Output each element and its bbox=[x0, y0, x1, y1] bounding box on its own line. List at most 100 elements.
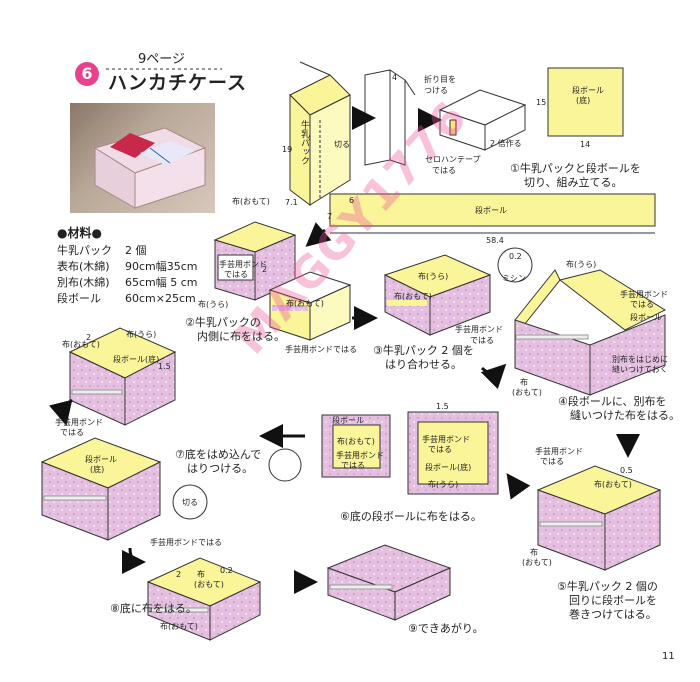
dim-2b: 2 bbox=[86, 333, 92, 342]
bond-full-label: 手芸用ボンドではる bbox=[285, 345, 357, 354]
bond-label-3: 手芸用ボンド bbox=[455, 325, 503, 334]
step2-box-drawing bbox=[213, 221, 297, 301]
strip-cardboard-label: 段ボール bbox=[475, 206, 507, 215]
dim-1-5: 1.5 bbox=[158, 362, 171, 371]
cut-label: 切る bbox=[334, 140, 350, 149]
step-left-box-drawing bbox=[68, 327, 177, 426]
betsu-label: 別布をはじめに bbox=[612, 355, 668, 364]
bond-full-label-8: 手芸用ボンドではる bbox=[150, 538, 222, 547]
cardboard-label-6: 段ボール bbox=[332, 416, 364, 425]
step8-caption: ⑧底に布をはる。 bbox=[110, 602, 197, 615]
cardboard-bottom-label: (底) bbox=[576, 96, 591, 105]
cut-detail-circle bbox=[172, 484, 208, 520]
step5-box-drawing bbox=[536, 465, 662, 571]
step2-box2-drawing bbox=[268, 271, 352, 341]
cloth-label-4: 布 bbox=[520, 378, 528, 387]
cloth-back-label-5: 布(うら) bbox=[126, 330, 157, 339]
bond-label-6c: 手芸用ボンド bbox=[422, 435, 470, 444]
tape-label2: ではる bbox=[432, 166, 456, 175]
cloth-back-label-4: 布(うら) bbox=[566, 260, 597, 269]
bond-label-6b: ではる bbox=[341, 461, 365, 470]
material-row: 別布(木綿)65cm幅 5 cm bbox=[57, 276, 198, 289]
step3-box-drawing bbox=[383, 254, 492, 336]
cardboard-label-7: 段ボール bbox=[85, 455, 117, 464]
material-row: 表布(木綿)90cm幅35cm bbox=[57, 260, 198, 273]
cut-label-7: 切る bbox=[182, 498, 198, 507]
cardboard-square bbox=[547, 67, 624, 137]
dim-1-5b: 1.5 bbox=[436, 402, 449, 411]
step5-caption: ⑤牛乳パック 2 個の回りに段ボールを巻きつけてはる。 bbox=[557, 580, 658, 621]
sewing-detail-circle bbox=[497, 247, 533, 283]
bond-label-5: 手芸用ボンド bbox=[55, 418, 103, 427]
step4-caption: ④段ボールに、別布を縫いつけた布をはる。 bbox=[558, 395, 680, 422]
bond-label2: ではる bbox=[224, 270, 248, 279]
tray-drawing bbox=[438, 89, 527, 151]
cloth-front-label-2: 布(おもて) bbox=[286, 299, 324, 308]
cardboard-strip bbox=[329, 193, 656, 227]
step8-box-drawing bbox=[146, 557, 262, 641]
dim-7-1: 7.1 bbox=[285, 198, 298, 207]
cardboard-bottom-label-5: 段ボール(底) bbox=[113, 355, 160, 364]
front-label-8: (おもて) bbox=[194, 580, 224, 589]
dim-0-2: 0.2 bbox=[509, 252, 522, 261]
step4-box-drawing bbox=[514, 269, 667, 396]
dim-7: 7 bbox=[327, 212, 333, 221]
cardboard-label: 段ボール bbox=[572, 86, 604, 95]
dim-19: 19 bbox=[282, 145, 293, 154]
photo-box-illustration bbox=[93, 127, 207, 209]
cloth-front-label-3: 布(おもて) bbox=[394, 292, 432, 301]
milk-carton-drawing bbox=[289, 61, 351, 206]
fold-detail-circle bbox=[268, 448, 302, 482]
fold-line-label: 折り目を bbox=[424, 75, 456, 84]
fold-line-label2: つける bbox=[424, 86, 448, 95]
page-number: 11 bbox=[662, 651, 675, 662]
dim-2c: 2 bbox=[176, 570, 182, 579]
cloth-back-label: 布(うら) bbox=[198, 300, 229, 309]
bond-label-6d: ではる bbox=[428, 445, 452, 454]
step9-caption: ⑨できあがり。 bbox=[408, 622, 484, 635]
bond-label-5d: ではる bbox=[540, 457, 564, 466]
cloth-front-label-6: 布(おもて) bbox=[337, 437, 375, 446]
product-photo bbox=[70, 103, 215, 213]
bond-label: 手芸用ボンド bbox=[219, 260, 267, 269]
open-carton-drawing bbox=[364, 69, 416, 166]
cardboard-label-4: 段ボール bbox=[630, 313, 662, 322]
cloth-back-label-3: 布(うら) bbox=[418, 272, 449, 281]
front-label-5c: (おもて) bbox=[522, 558, 552, 567]
page-title: ハンカチケース bbox=[108, 72, 248, 94]
step7-caption: ⑦底をはめ込んではりつける。 bbox=[175, 448, 262, 475]
dim-0-2b: 0.2 bbox=[220, 566, 233, 575]
cloth-label-8: 布 bbox=[197, 570, 205, 579]
step2-caption: ②牛乳パックの内側に布をはる。 bbox=[185, 316, 285, 343]
step7-box-drawing bbox=[40, 437, 162, 541]
step-number-badge: 6 bbox=[75, 62, 99, 86]
step1-caption: ①牛乳パックと段ボールを切り、組み立てる。 bbox=[510, 162, 641, 189]
double-label: 2 倍作る bbox=[490, 139, 522, 148]
finished-box-drawing bbox=[326, 544, 452, 621]
cloth-front-label-8: 布(おもて) bbox=[160, 622, 198, 631]
title-dotted-line bbox=[106, 68, 222, 70]
betsu-label2: 縫いつけておく bbox=[612, 365, 668, 374]
dim-14: 14 bbox=[580, 140, 591, 149]
cloth-label-5c: 布 bbox=[530, 548, 538, 557]
sewing-label: ミシン bbox=[502, 274, 526, 283]
bond-label-4: 手芸用ボンド bbox=[620, 290, 668, 299]
bond-label-6: 手芸用ボンド bbox=[336, 451, 384, 460]
front-label-4: (おもて) bbox=[512, 388, 542, 397]
milk-pack-label: 牛乳パック bbox=[299, 120, 309, 165]
cardboard-bottom-label-6: 段ボール(底) bbox=[425, 463, 472, 472]
bond-label-5b: ではる bbox=[60, 428, 84, 437]
dim-2a: 2 bbox=[262, 265, 268, 274]
dim-4: 4 bbox=[392, 73, 398, 82]
tape-label: セロハンテープ bbox=[425, 155, 481, 164]
dim-58-4: 58.4 bbox=[486, 236, 504, 245]
step6-caption: ⑥底の段ボールに布をはる。 bbox=[340, 510, 482, 523]
page-reference: 9ページ bbox=[138, 52, 186, 67]
flow-arrows bbox=[48, 106, 640, 594]
dim-6: 6 bbox=[349, 196, 355, 205]
bond-label-4b: ではる bbox=[630, 300, 654, 309]
cloth-front-label: 布(おもて) bbox=[232, 197, 270, 206]
bond-label-3b: ではる bbox=[470, 336, 494, 345]
